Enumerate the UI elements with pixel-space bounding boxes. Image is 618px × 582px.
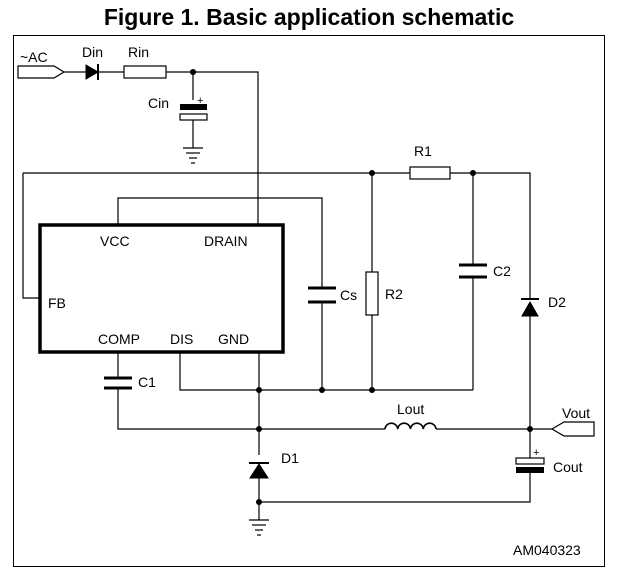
- ground-cin-symbol: [183, 147, 203, 164]
- ic-body: [38, 223, 285, 354]
- pin-dis-label: DIS: [170, 331, 193, 347]
- ground-d1-symbol: [249, 519, 269, 536]
- cout-label: Cout: [553, 459, 583, 475]
- din-diode-symbol: [85, 64, 99, 80]
- cin-capacitor-symbol: +: [179, 95, 208, 121]
- ac-input-label: ~AC: [20, 49, 48, 65]
- pin-comp-label: COMP: [98, 331, 140, 347]
- d2-diode-symbol: [521, 298, 539, 317]
- c2-capacitor-symbol: [459, 263, 487, 279]
- diagram-frame: [13, 35, 605, 567]
- vout-connector: [550, 421, 595, 437]
- d2-label: D2: [548, 294, 566, 310]
- cin-label: Cin: [148, 95, 169, 111]
- r2-resistor-symbol: [365, 271, 379, 316]
- r1-resistor-symbol: [409, 166, 451, 180]
- reference-code: AM040323: [513, 542, 581, 558]
- c2-label: C2: [493, 263, 511, 279]
- pin-drain-label: DRAIN: [204, 233, 248, 249]
- d1-diode-symbol: [249, 462, 269, 479]
- wires: [22, 71, 552, 520]
- cs-capacitor-symbol: [308, 286, 336, 304]
- svg-text:+: +: [533, 447, 539, 459]
- cout-capacitor-symbol: +: [515, 447, 545, 473]
- c1-capacitor-symbol: [104, 376, 132, 390]
- r2-label: R2: [385, 286, 403, 302]
- vout-label: Vout: [562, 405, 590, 421]
- din-label: Din: [82, 44, 103, 60]
- rin-resistor-symbol: [123, 65, 167, 79]
- r1-label: R1: [414, 143, 432, 159]
- lout-inductor-symbol: [384, 422, 437, 430]
- svg-text:+: +: [197, 95, 203, 107]
- c1-label: C1: [138, 374, 156, 390]
- cs-label: Cs: [340, 287, 357, 303]
- figure-title: Figure 1. Basic application schematic: [103, 4, 515, 30]
- pin-vcc-label: VCC: [100, 233, 130, 249]
- rin-label: Rin: [128, 44, 149, 60]
- pin-fb-label: FB: [48, 295, 66, 311]
- pin-gnd-label: GND: [218, 331, 249, 347]
- junctions: [190, 69, 533, 505]
- ac-input-connector: [17, 65, 66, 79]
- lout-label: Lout: [397, 401, 424, 417]
- d1-label: D1: [281, 450, 299, 466]
